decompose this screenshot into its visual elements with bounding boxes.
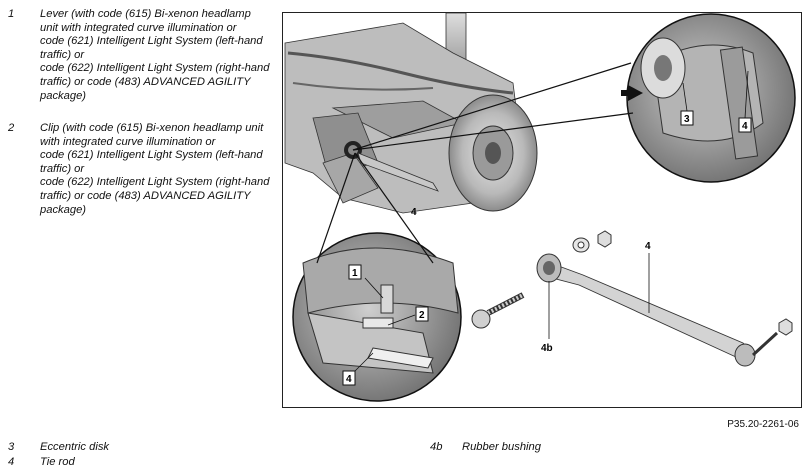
brake-disc <box>448 94 538 212</box>
footer-text: Rubber bushing <box>462 441 541 453</box>
footer-number: 4 <box>8 456 15 468</box>
suspension-diagram: 3 4 4 1 2 4 4 4b <box>282 12 802 408</box>
callout-4-part: 4 <box>645 241 651 252</box>
footer-item-4: 4 Tie rod <box>8 455 75 469</box>
legend-text: Clip (with code (615) Bi-xenon headlamp … <box>40 122 270 216</box>
callout-3: 3 <box>684 114 690 125</box>
footer-item-3: 3 Eccentric disk <box>8 440 109 454</box>
callout-2: 2 <box>419 310 425 321</box>
callout-4-top: 4 <box>742 121 748 132</box>
clip-lever-detail <box>292 232 462 402</box>
callout-4-detail: 4 <box>346 374 352 385</box>
eccentric-disk-detail <box>621 13 796 183</box>
tie-rod-exploded <box>471 230 793 367</box>
callout-1: 1 <box>352 268 358 279</box>
footer-text: Tie rod <box>40 456 75 468</box>
legend-number: 1 <box>8 8 15 20</box>
callout-4b: 4b <box>541 343 553 354</box>
legend-text: Lever (with code (615) Bi-xenon headlamp… <box>40 8 270 102</box>
footer-number: 4b <box>430 441 443 453</box>
footer-text: Eccentric disk <box>40 441 110 453</box>
legend-number: 2 <box>8 122 15 134</box>
figure-reference-code: P35.20-2261-06 <box>727 419 799 430</box>
footer-number: 3 <box>8 441 15 453</box>
legend-item-1: 1 Lever (with code (615) Bi-xenon headla… <box>8 8 270 120</box>
callout-4-main: 4 <box>411 207 417 218</box>
footer-item-4b: 4b Rubber bushing <box>430 440 541 454</box>
legend-item-2: 2 Clip (with code (615) Bi-xenon headlam… <box>8 122 270 234</box>
rear-axle-assembly <box>284 13 524 214</box>
